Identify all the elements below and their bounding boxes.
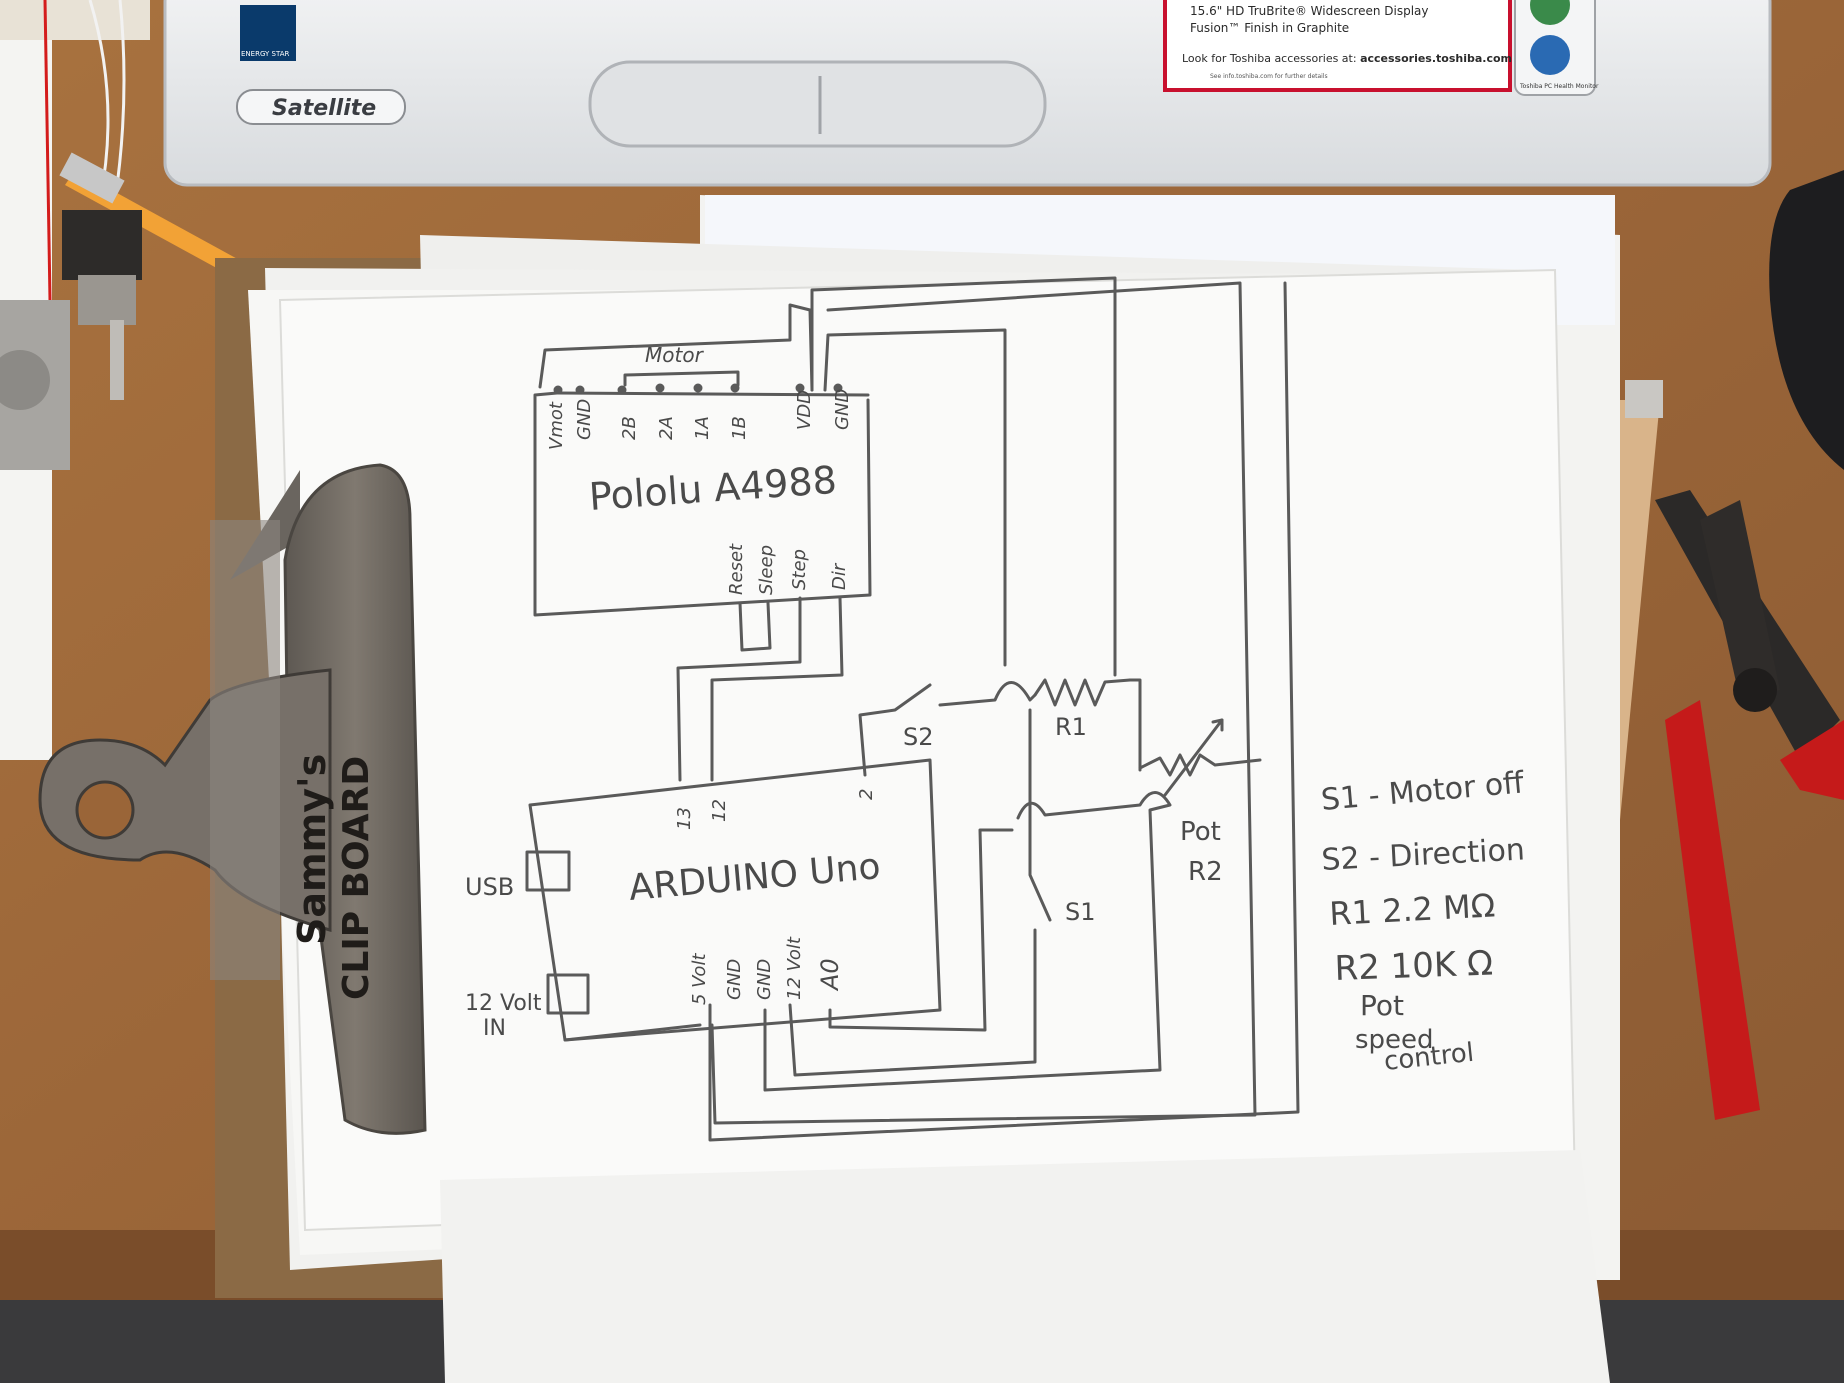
pin-12: 12 xyxy=(709,799,730,822)
energy-star-logo xyxy=(240,5,296,61)
pot-label: Pot xyxy=(1180,817,1221,847)
usb-label: USB xyxy=(465,873,514,901)
spec-line-1: 15.6" HD TruBrite® Widescreen Display xyxy=(1190,4,1429,18)
legend-r1: R1 2.2 MΩ xyxy=(1328,886,1496,933)
legend-speed: speed xyxy=(1355,1025,1434,1055)
pin-2b: 2B xyxy=(619,416,640,440)
motor-label: Motor xyxy=(645,343,705,367)
pin-a0: A0 xyxy=(816,958,844,992)
r1-label: R1 xyxy=(1055,713,1087,741)
pin-12v: 12 Volt xyxy=(784,936,805,1000)
schematic xyxy=(525,276,1300,1142)
legend-pot: Pot xyxy=(1360,989,1404,1022)
pin-gnd-right: GND xyxy=(832,389,853,430)
toggle-switch xyxy=(62,210,142,400)
fine-print: See info.toshiba.com for further details xyxy=(1210,73,1328,80)
r2-label: R2 xyxy=(1188,857,1223,887)
clipboard-text-1: Sammy's xyxy=(290,754,334,945)
computer-mouse xyxy=(1769,170,1844,470)
accessories-line: Look for Toshiba accessories at: accesso… xyxy=(1182,52,1512,65)
potentiometer xyxy=(1138,753,1262,777)
pin-13: 13 xyxy=(674,807,695,830)
pin-dir: Dir xyxy=(829,562,850,590)
pin-1a: 1A xyxy=(692,416,713,440)
binder-clip xyxy=(38,463,427,1135)
motor-wire-bus xyxy=(538,303,814,392)
spec-sticker xyxy=(1163,0,1512,92)
usb-port xyxy=(525,850,571,892)
clipboard-text-2: CLIP BOARD xyxy=(336,756,377,1000)
laptop xyxy=(163,0,1772,187)
pin-vdd: VDD xyxy=(794,390,815,430)
pin-sleep: Sleep xyxy=(756,545,777,595)
pin-reset: Reset xyxy=(726,543,747,595)
s2-label: S2 xyxy=(903,723,934,751)
pin-2: 2 xyxy=(856,789,877,800)
pololu-box xyxy=(533,391,872,617)
clip-plate xyxy=(283,463,427,1135)
legend-r2: R2 10K Ω xyxy=(1334,943,1494,989)
touchpad xyxy=(588,60,1047,148)
clip-hinge xyxy=(210,520,280,980)
pin-gnd-a: GND xyxy=(724,959,745,1000)
energy-star-label: ENERGY STAR xyxy=(241,50,289,58)
pin-gnd-left: GND xyxy=(574,399,595,440)
green-badge-icon xyxy=(1530,0,1570,25)
pin-gnd-b: GND xyxy=(754,959,775,1000)
power-jack xyxy=(546,973,590,1015)
s1-label: S1 xyxy=(1065,898,1096,926)
satellite-badge xyxy=(236,89,406,125)
clip-hole xyxy=(75,780,135,840)
pin-2a: 2A xyxy=(656,416,677,440)
pin-step: Step xyxy=(789,549,810,590)
health-monitor-icon xyxy=(1530,35,1570,75)
wire-strippers xyxy=(1655,490,1844,1120)
wire-red xyxy=(43,0,52,301)
arduino-box xyxy=(528,758,942,1042)
resistor-r1 xyxy=(1033,678,1132,707)
power-in-label-1: 12 Volt xyxy=(465,991,542,1016)
power-in-label-2: IN xyxy=(483,1016,506,1041)
pin-vmot: Vmot xyxy=(546,401,567,450)
pin-1b: 1B xyxy=(729,416,750,440)
wire-white-2 xyxy=(113,0,126,201)
panel-connector xyxy=(0,300,70,470)
satellite-label: Satellite xyxy=(272,96,376,121)
pin-5v: 5 Volt xyxy=(689,953,710,1005)
health-monitor-label: Toshiba PC Health Monitor xyxy=(1519,83,1599,90)
spec-line-2: Fusion™ Finish in Graphite xyxy=(1190,21,1349,35)
